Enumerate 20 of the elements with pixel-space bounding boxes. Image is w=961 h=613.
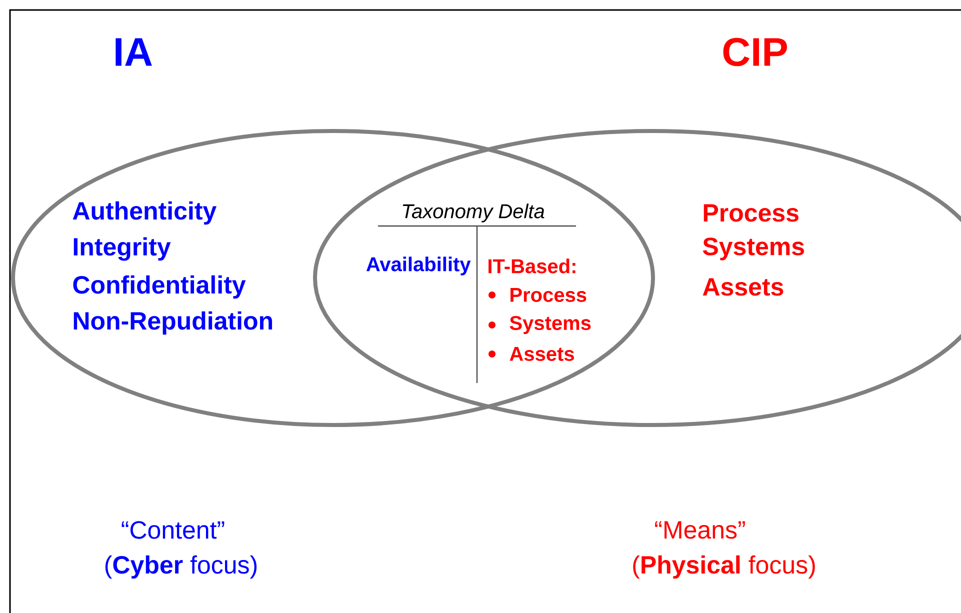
bullet-item: Assets <box>488 347 574 361</box>
list-item: Authenticity <box>72 201 217 225</box>
list-heading: IT-Based: <box>488 258 576 274</box>
list-item: Integrity <box>74 237 171 261</box>
caption-text: “Content” <box>122 521 224 539</box>
ellipse <box>11 129 655 427</box>
list-item: Process <box>704 204 798 222</box>
list-item: Systems <box>702 238 804 260</box>
bullet-item: Systems <box>488 316 591 334</box>
caption-text: (Physical focus) <box>633 555 815 579</box>
list-item: Availability <box>366 256 471 276</box>
title-text: Taxonomy Delta <box>402 204 544 222</box>
bullet-item: Process <box>488 288 586 302</box>
heading: CIP <box>723 38 787 66</box>
list-item: Confidentiality <box>73 275 246 299</box>
list-item: Non-Repudiation <box>74 311 272 335</box>
caption-text: (Cyber focus) <box>105 555 257 579</box>
caption-text: “Means” <box>655 521 745 539</box>
heading: IA <box>116 38 152 66</box>
list-item: Assets <box>702 278 784 296</box>
